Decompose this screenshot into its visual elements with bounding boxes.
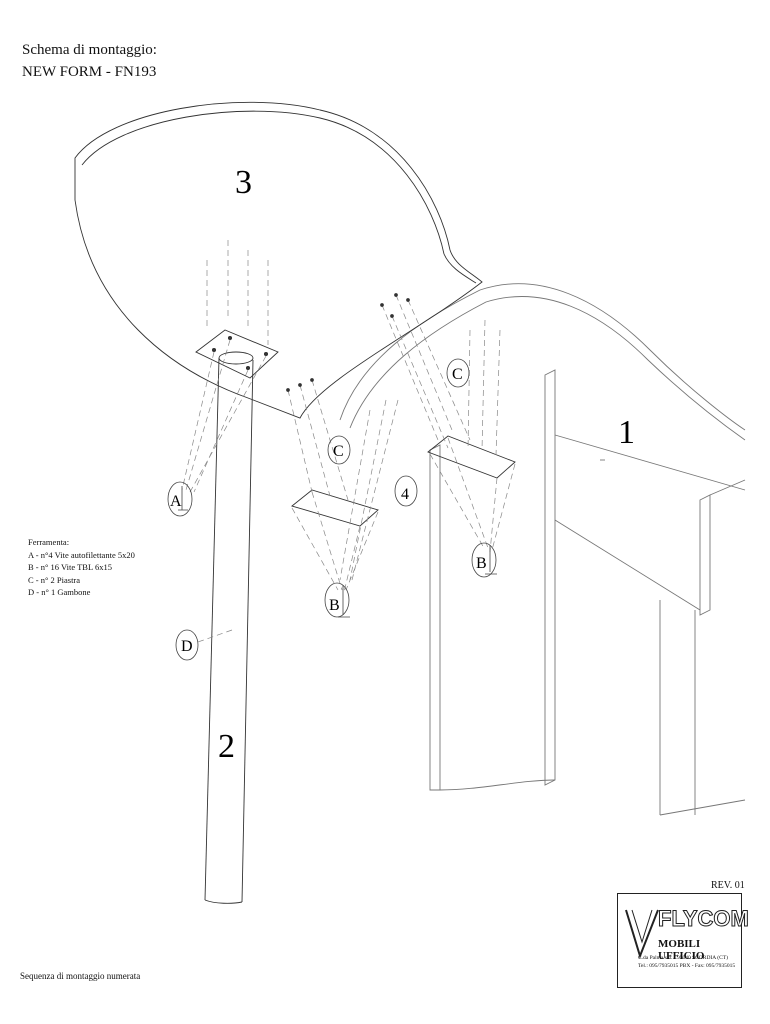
joining-plate-right bbox=[427, 435, 516, 479]
hardware-item-a: A - n°4 Vite autofilettante 5x20 bbox=[28, 549, 135, 560]
hardware-list: Ferramenta: A - n°4 Vite autofilettante … bbox=[28, 536, 135, 599]
callout-c-right: C bbox=[452, 366, 463, 383]
hardware-item-c: C - n° 2 Piastra bbox=[28, 574, 81, 585]
diagram-title-line1: Schema di montaggio: bbox=[22, 42, 157, 58]
company-phone: Tel.: 095/7935015 PBX - Fax: 095/7935015 bbox=[638, 963, 736, 969]
callout-c-left: C bbox=[333, 443, 344, 460]
hardware-item-b: B - n° 16 Vite TBL 6x15 bbox=[28, 562, 112, 572]
callout-b-right: B bbox=[476, 555, 487, 572]
brand-name: FLYCOM bbox=[658, 906, 750, 932]
callout-b-left: B bbox=[329, 597, 340, 614]
assembly-guide-lines bbox=[181, 240, 516, 643]
leg-column bbox=[204, 357, 254, 904]
part-number-4: 4 bbox=[401, 486, 409, 503]
company-address: C.da Palma s.n. - 95040 SCORDIA (CT) bbox=[638, 955, 728, 961]
callout-a: A bbox=[170, 493, 182, 510]
diagram-title-line2: NEW FORM - FN193 bbox=[22, 64, 157, 80]
part-number-3: 3 bbox=[235, 164, 252, 201]
leg-mounting-plate bbox=[195, 329, 279, 379]
callout-circles bbox=[167, 358, 497, 661]
part-number-1: 1 bbox=[618, 414, 635, 451]
flycom-logo-mark-icon bbox=[625, 909, 659, 960]
desk-body bbox=[339, 283, 746, 816]
desktop-panel bbox=[74, 101, 483, 419]
brand-subtitle: MOBILI UFFICIO bbox=[658, 938, 705, 962]
sequence-note: Sequenza di montaggio numerata bbox=[20, 971, 141, 981]
hardware-heading: Ferramenta: bbox=[28, 537, 70, 547]
part-number-2: 2 bbox=[218, 728, 235, 765]
joining-plate-left bbox=[291, 489, 379, 527]
callout-d: D bbox=[181, 638, 193, 655]
hardware-item-d: D - n° 1 Gambone bbox=[28, 587, 91, 597]
revision-label: REV. 01 bbox=[711, 880, 745, 891]
company-logo-box: FLYCOM MOBILI UFFICIO C.da Palma s.n. - … bbox=[617, 893, 749, 988]
screws bbox=[286, 293, 410, 392]
